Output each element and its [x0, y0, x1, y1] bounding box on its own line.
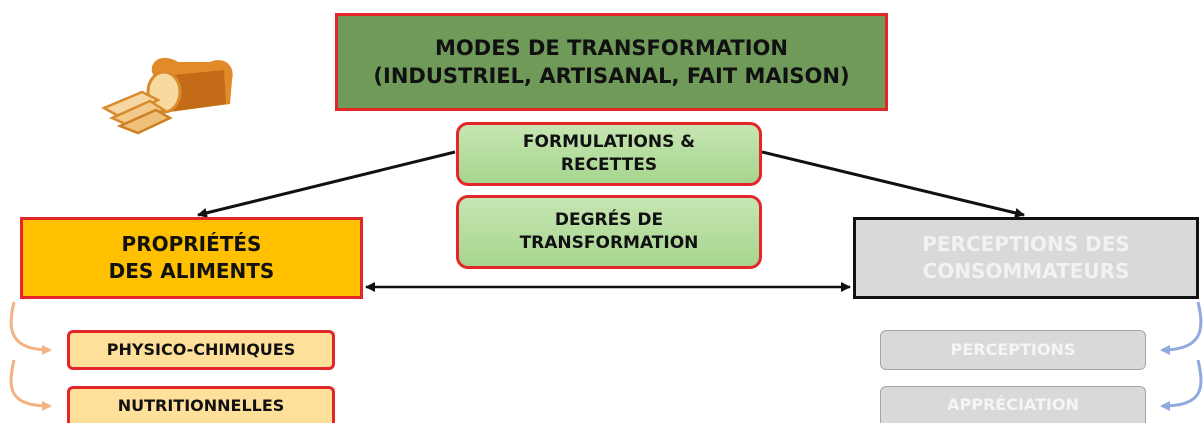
arrow-to-perceptions [761, 150, 1025, 218]
degres-transformation-box: DEGRÉS DE TRANSFORMATION [456, 195, 762, 269]
connector-physico [9, 301, 52, 355]
nutritionnelles-box: NUTRITIONNELLES [67, 386, 335, 423]
connector-nutri [9, 359, 52, 411]
formulations-box: FORMULATIONS & RECETTES [456, 122, 762, 186]
appreciation-box: APPRÉCIATION [880, 386, 1146, 423]
proprietes-box: PROPRIÉTÉS DES ALIMENTS [20, 217, 363, 299]
connector-appreciation [1160, 359, 1203, 411]
perceptions-line-2: CONSOMMATEURS [922, 259, 1130, 283]
formulations-line-1: FORMULATIONS & [522, 132, 696, 153]
proprietes-line-1: PROPRIÉTÉS [121, 232, 262, 256]
perceptions-line-1: PERCEPTIONS DES [922, 232, 1130, 256]
degres-line-1: DEGRÉS DE [554, 210, 664, 231]
perceptions-sub-box: PERCEPTIONS [880, 330, 1146, 370]
proprietes-line-2: DES ALIMENTS [108, 259, 275, 283]
modes-line-1: MODES DE TRANSFORMATION [435, 35, 788, 60]
connector-perceptions [1160, 301, 1203, 355]
bread-icon [101, 57, 233, 135]
formulations-line-2: RECETTES [560, 155, 658, 175]
physico-chimiques-box: PHYSICO-CHIMIQUES [67, 330, 335, 370]
arrow-to-properties [197, 150, 456, 218]
perceptions-consommateurs-box: PERCEPTIONS DES CONSOMMATEURS [853, 217, 1199, 299]
modes-transformation-box: MODES DE TRANSFORMATION (INDUSTRIEL, ART… [335, 13, 888, 111]
degres-line-2: TRANSFORMATION [519, 233, 699, 253]
modes-line-2: (INDUSTRIEL, ARTISANAL, FAIT MAISON) [373, 64, 850, 88]
